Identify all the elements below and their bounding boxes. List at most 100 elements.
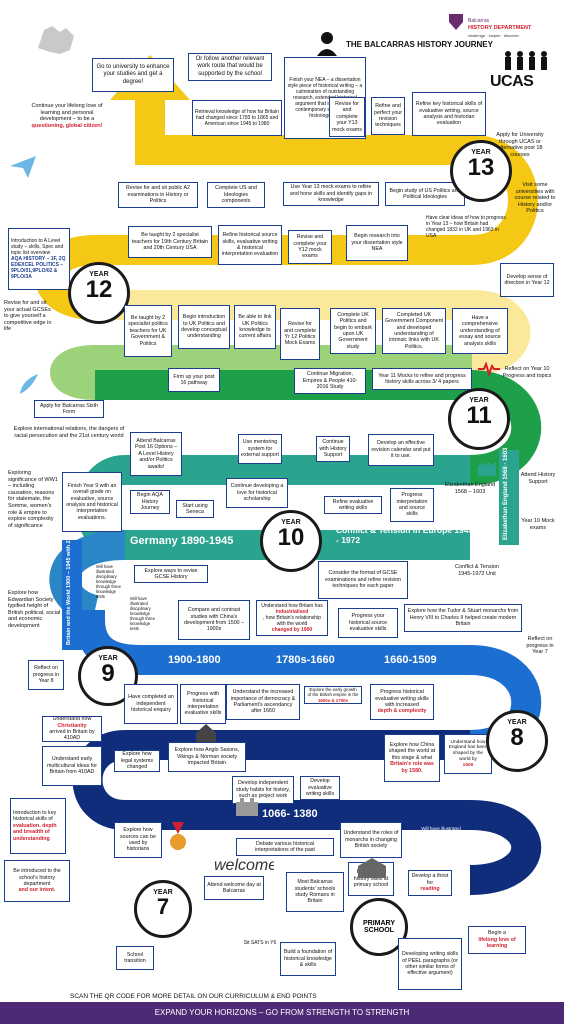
box-y9-knowledge-tests: Will have illustrated disciplinary knowl… [130, 596, 155, 632]
box-source-evaluative: Progress your historical source evaluati… [338, 608, 398, 638]
box-y13-mock: Revise for and complete your Y13 mock ex… [329, 97, 365, 137]
box-apply-ucas: Apply for University through UCAS or alt… [496, 132, 544, 158]
box-intro-department: Be introduced to the school's history de… [4, 860, 70, 902]
box-link-uk-politics: Be able to link UK Politics knowledge to… [234, 305, 276, 349]
footer-motto: EXPAND YOUR HORIZONS – GO FROM STRENGTH … [0, 1002, 564, 1024]
box-school-transition: School transition [116, 946, 154, 970]
box-parliament: Understand the increased importance of d… [226, 684, 300, 720]
box-refine-key-skills: Refine key historical skills of evaluati… [412, 92, 486, 136]
page-title: THE BALCARRAS HISTORY JOURNEY [346, 40, 493, 49]
box-continue-migration: Continue Migration, Empires & People 410… [294, 368, 366, 394]
box-romans: Most Balcarras students' schools study R… [286, 872, 344, 912]
year-11-road [95, 370, 542, 485]
box-progress-interpretation: Progress interpretation and source skill… [390, 488, 434, 522]
box-peel: Developing writing skills of PEEL paragr… [398, 938, 462, 990]
box-specialist-teachers-history: Be taught by 2 specialist teachers for 1… [128, 226, 212, 258]
box-explore-international: Explore international relations, the dan… [13, 426, 125, 439]
box-elizabethan-england: Elizabethan England 1568 – 1603 [444, 482, 496, 495]
period-1660-title: 1660-1509 [384, 654, 437, 666]
transition-12-11 [50, 345, 472, 400]
box-finish-year9: Finish Year 9 with an overall grade on e… [62, 472, 122, 532]
box-independent-enquiry: Have completed an independent historical… [124, 684, 178, 724]
box-multicultural: Understand early multicultural ideas for… [42, 746, 102, 786]
box-ways-revise-gcse: Explore ways to revise GCSE History [134, 565, 208, 583]
box-begin-uk-politics: Begin introduction to UK Politics and de… [178, 305, 230, 349]
box-revision-techniques: Refine and perfect your revision techniq… [371, 97, 405, 135]
box-revise-y12-mock: Revise and complete your Y12 mock exams [288, 230, 332, 264]
box-lifelong-learning: Continue your lifelong love of learning … [31, 103, 103, 129]
britain-world-vertical-label: Britain and the World 1900 – 1945 with 2… [66, 505, 72, 645]
factory-icon [478, 458, 500, 476]
house-icon [196, 724, 216, 742]
box-thirst-reading: Develop a thirst for reading [408, 870, 452, 896]
box-england-shaped: Understand how England has been shaped b… [444, 734, 492, 774]
box-y10-knowledge-tests: Will have illustrated disciplinary knowl… [96, 564, 121, 600]
logo-dept: HISTORY DEPARTMENT [468, 25, 532, 31]
box-writing-complexity: Progress historical evaluative writing s… [370, 684, 434, 720]
box-love-scholarship: Continue developing a love for historica… [226, 478, 288, 508]
box-sit-sats: Sit SATS in Y6 [243, 940, 277, 946]
box-y7-knowledge-tests: Will have illustrated disciplinary knowl… [418, 826, 464, 848]
box-complete-uk-politics: Complete UK Politics and begin to embark… [330, 308, 376, 354]
box-exploring-ww1: Exploring significance of WW1 – includin… [8, 470, 58, 529]
box-reflect-y8: Reflect on progress in Year 8 [28, 660, 64, 690]
box-y10-mock: Year 10 Mock exams [521, 518, 555, 531]
box-britain-industrialised: Understand how Britain has industrialise… [256, 600, 328, 636]
box-conflict-unit: Conflict & Tension 1945-1972 Unit [455, 564, 499, 577]
map-icon [30, 18, 80, 63]
box-start-seneca: Start using Seneca [176, 500, 214, 518]
medal-icon [168, 822, 188, 852]
box-history-support: Continue with History Support [316, 436, 350, 462]
box-sense-of-direction: Develop sense of direction in Year 12 [500, 263, 554, 297]
box-firm-post16: Firm up your post 16 pathway [168, 368, 220, 392]
britain-world-bar [62, 540, 82, 650]
box-reflect-y7: Reflect on progress in Year 7 [526, 636, 554, 656]
box-anglo-saxons: Explore how Anglo Saxons, Vikings & Norm… [168, 742, 246, 772]
box-completed-uk-gov: Completed UK Government Component and de… [382, 308, 446, 354]
box-begin-aqa: Begin AQA History Journey [130, 490, 170, 514]
box-refine-source-skills: Refine historical source skills, evaluat… [218, 225, 282, 265]
ucas-logo: UCAS [490, 73, 534, 90]
box-monarchs: Understand the roles of monarchs in chan… [340, 822, 402, 858]
box-mocks-refine: Use Year 13 mock exams to refine and hon… [283, 182, 379, 206]
box-retrieval-knowledge: Retrieval knowledge of how far Britain h… [192, 100, 282, 136]
period-1780-title: 1780s-1660 [276, 654, 335, 666]
box-revise-politics-mocks: Revise for and complete Yr 12 Politics M… [280, 308, 320, 360]
period-1900-title: 1900-1800 [168, 654, 221, 666]
box-legal-systems: Explore how legal systems changed [114, 750, 160, 772]
box-begin-us: Begin study of US Politics and Political… [385, 182, 465, 206]
box-early-empire: Explore the early growth of the British … [304, 686, 362, 704]
box-compare-china: Compare and contrast studies with China'… [178, 600, 250, 640]
elizabethan-bar [499, 450, 519, 545]
box-christianity: Understand how Christianity arrived in B… [42, 716, 102, 742]
scan-qr-caption: SCAN THE QR CODE FOR MORE DETAIL ON OUR … [70, 993, 317, 1000]
school-crest-icon [447, 12, 465, 30]
person-icon [315, 30, 339, 56]
feather-icon [18, 372, 40, 396]
box-gcse-format: Consider the format of GCSE examinations… [318, 561, 408, 599]
box-china-shaped: Explore how China shaped the world at th… [384, 734, 440, 782]
box-edwardian-society: Explore how Edwardian Society typified h… [8, 590, 61, 629]
box-revise-gcses: Revise for and sit your actual GCSEs to … [4, 300, 52, 333]
box-work-route: Or follow another relevant work route th… [188, 53, 272, 81]
box-go-to-university: Go to university to enhance your studies… [92, 58, 174, 92]
box-clear-ideas: Have clear ideas of how to progress in Y… [426, 215, 506, 239]
box-debate: Debate various historical interpretation… [236, 838, 334, 856]
box-us-ideologies: Complete US and Ideologies components [207, 182, 265, 208]
box-begin-nea: Begin research into your dissertation st… [346, 225, 408, 261]
graduates-icon [500, 48, 550, 72]
box-revision-calendar: Develop an effective revision calendar a… [368, 434, 434, 466]
box-reflect-y10: Reflect on Year 10 Progress and topics [502, 366, 552, 379]
box-apply-sixth-form: Apply for Balcarras Sixth Form [34, 400, 104, 418]
box-mentoring: Use mentoring system for external suppor… [238, 434, 282, 464]
box-tudor-stuart: Explore how the Tudor & Stuart monarchs … [404, 604, 522, 632]
castle-icon [236, 796, 258, 816]
box-refine-evaluative: Refine evaluative writing skills [324, 496, 382, 514]
box-lifelong-love: Begin a lifelong love of learning [468, 926, 526, 954]
